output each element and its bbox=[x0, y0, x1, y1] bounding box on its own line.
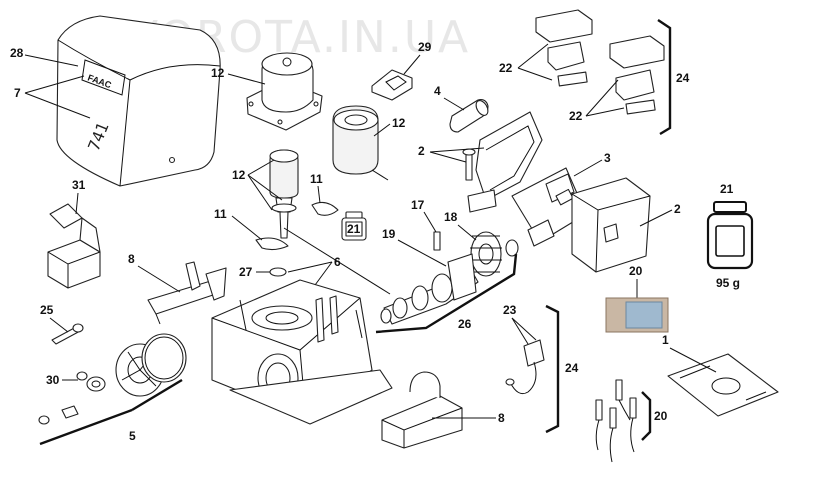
capacitor-4 bbox=[449, 99, 489, 133]
electronic-box bbox=[571, 177, 651, 273]
washer-27 bbox=[269, 267, 287, 277]
label-17: 17 bbox=[411, 198, 425, 212]
label-24-lower: 24 bbox=[565, 361, 579, 375]
rotor-shaft bbox=[269, 149, 299, 239]
stator bbox=[332, 105, 389, 181]
bracket-24-lower bbox=[545, 304, 560, 434]
flange-5 bbox=[115, 333, 187, 397]
circlip-lower bbox=[255, 237, 289, 251]
label-27: 27 bbox=[239, 265, 253, 279]
label-21-large: 21 bbox=[720, 182, 734, 196]
bracket-24-upper bbox=[657, 19, 672, 136]
part-25 bbox=[51, 323, 84, 345]
bracket-5 bbox=[39, 408, 133, 446]
label-4: 4 bbox=[434, 84, 441, 98]
grease-nipples-20 bbox=[595, 379, 637, 463]
label-12-left: 12 bbox=[232, 168, 246, 182]
label-31: 31 bbox=[72, 178, 86, 192]
box-31 bbox=[47, 203, 101, 289]
gearbox-base bbox=[211, 279, 393, 425]
label-3: 3 bbox=[604, 151, 611, 165]
pin-17 bbox=[433, 231, 441, 251]
label-30: 30 bbox=[46, 373, 60, 387]
label-8-lower: 8 bbox=[498, 411, 505, 425]
label-29: 29 bbox=[418, 40, 432, 54]
label-12-top: 12 bbox=[211, 66, 225, 80]
foundation-plate-1 bbox=[667, 353, 779, 417]
part-30 bbox=[76, 371, 106, 392]
output-shaft-26 bbox=[380, 253, 479, 325]
label-24-upper: 24 bbox=[676, 71, 690, 85]
label-2-right: 2 bbox=[674, 202, 681, 216]
cover: FAAC 741 bbox=[56, 15, 221, 187]
label-1: 1 bbox=[662, 333, 669, 347]
label-7: 7 bbox=[14, 86, 21, 100]
circlip-upper bbox=[311, 201, 339, 216]
grease-jar-large bbox=[706, 201, 754, 270]
label-26: 26 bbox=[458, 317, 472, 331]
label-11-upper: 11 bbox=[310, 172, 323, 186]
bracket-26 bbox=[375, 253, 518, 334]
label-19: 19 bbox=[382, 227, 396, 241]
label-28: 28 bbox=[10, 46, 24, 60]
label-2-left: 2 bbox=[418, 144, 425, 158]
label-20-nipples: 20 bbox=[654, 409, 668, 423]
label-18: 18 bbox=[444, 210, 458, 224]
label-11-lower: 11 bbox=[214, 207, 227, 221]
bracket-8-upper bbox=[147, 261, 227, 325]
label-12-right: 12 bbox=[392, 116, 406, 130]
gear-18 bbox=[470, 231, 519, 277]
grease-weight: 95 g bbox=[716, 276, 740, 290]
limit-switch-lower bbox=[609, 35, 665, 115]
lubricant-pad-20 bbox=[605, 297, 669, 333]
bracket-20 bbox=[641, 391, 652, 441]
label-23: 23 bbox=[503, 303, 517, 317]
limit-switch-upper bbox=[535, 9, 593, 87]
mounting-plate bbox=[462, 111, 543, 213]
label-20-pad: 20 bbox=[629, 264, 643, 278]
bracket-8-lower bbox=[381, 371, 463, 449]
sensor-23 bbox=[505, 339, 545, 395]
label-22-lower: 22 bbox=[569, 109, 583, 123]
label-8-upper: 8 bbox=[128, 252, 135, 266]
label-6: 6 bbox=[334, 255, 341, 269]
label-5: 5 bbox=[129, 429, 136, 443]
part-29 bbox=[371, 69, 413, 101]
control-board-3 bbox=[511, 167, 587, 247]
label-25: 25 bbox=[40, 303, 54, 317]
label-21-small: 21 bbox=[347, 222, 361, 236]
motor-top bbox=[246, 52, 323, 131]
label-22-upper: 22 bbox=[499, 61, 513, 75]
grease-jar-small bbox=[341, 211, 367, 241]
bleed-screw bbox=[38, 405, 79, 425]
